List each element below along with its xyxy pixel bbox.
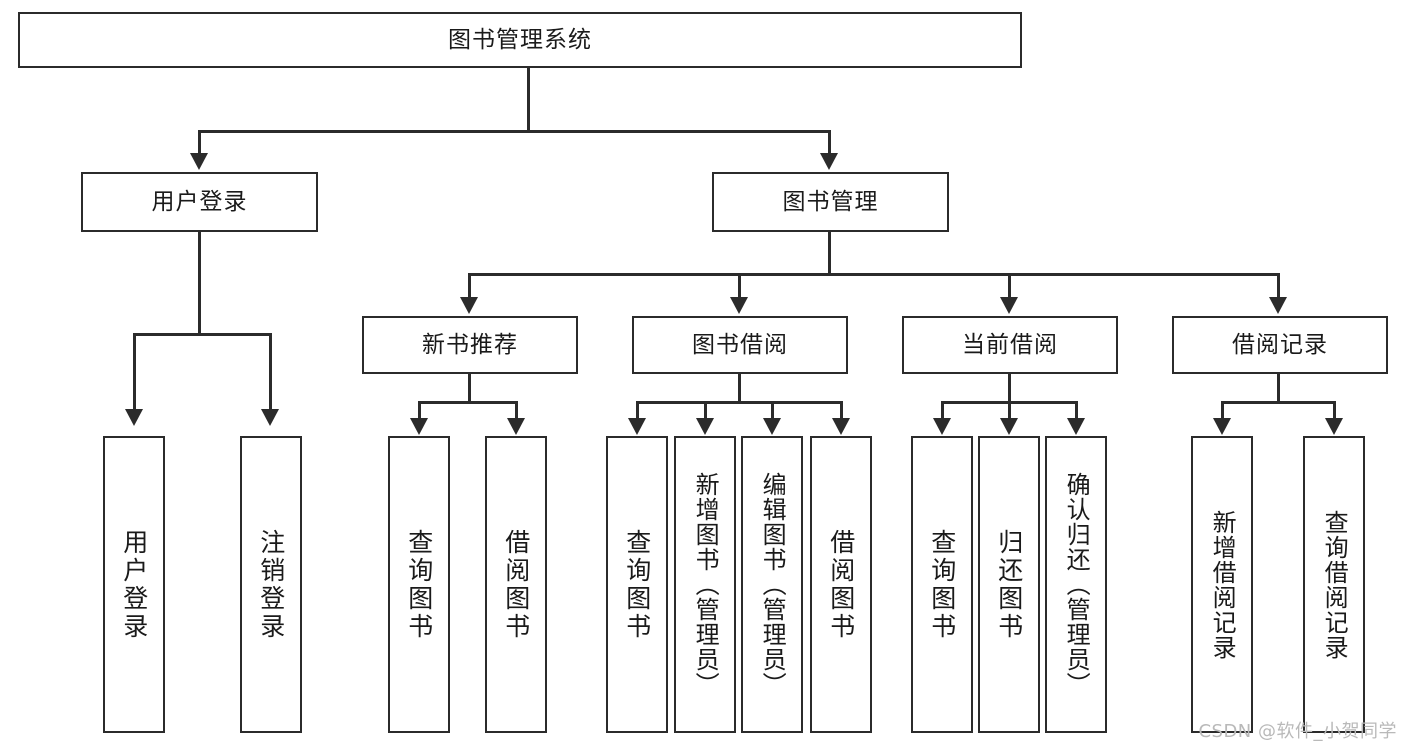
arrow-to-new-book <box>460 297 478 314</box>
arrow-to-leaf-current-return <box>1000 418 1018 435</box>
node-current-borrow[interactable]: 当前借阅 <box>902 316 1118 374</box>
leaf-label: 借阅图书 <box>826 528 856 641</box>
connector-book-borrow-bus <box>636 401 843 404</box>
node-label: 图书借阅 <box>692 331 788 358</box>
arrow-to-borrow-record <box>1269 297 1287 314</box>
connector-book-manage-drop-4 <box>1277 273 1280 301</box>
connector-book-borrow-drop-3 <box>771 401 774 421</box>
leaf-user-login[interactable]: 用户登录 <box>103 436 165 733</box>
connector-new-book-stem <box>468 374 471 404</box>
connector-root-drop-right <box>828 130 831 158</box>
connector-book-manage-drop-1 <box>468 273 471 301</box>
arrow-to-leaf-borrow-edit <box>763 418 781 435</box>
leaf-current-confirm-return-admin[interactable]: 确认归还（管理员） <box>1045 436 1107 733</box>
leaf-borrow-add-book-admin[interactable]: 新增图书（管理员） <box>674 436 736 733</box>
node-label: 当前借阅 <box>962 331 1058 358</box>
arrow-to-leaf-newbook-borrow <box>507 418 525 435</box>
leaf-label: 查询图书 <box>622 528 652 641</box>
connector-borrow-record-drop-2 <box>1333 401 1336 421</box>
leaf-newbook-borrow-book[interactable]: 借阅图书 <box>485 436 547 733</box>
leaf-current-return-book[interactable]: 归还图书 <box>978 436 1040 733</box>
connector-book-borrow-drop-4 <box>840 401 843 421</box>
node-label: 新书推荐 <box>422 331 518 358</box>
node-label: 图书管理 <box>782 188 879 215</box>
arrow-to-leaf-user-login <box>125 409 143 426</box>
connector-borrow-record-bus <box>1221 401 1336 404</box>
leaf-borrow-lend-book[interactable]: 借阅图书 <box>810 436 872 733</box>
leaf-record-query-record[interactable]: 查询借阅记录 <box>1303 436 1365 733</box>
connector-book-manage-stem <box>828 232 831 276</box>
leaf-label: 查询图书 <box>927 528 957 641</box>
connector-book-borrow-stem <box>738 374 741 404</box>
node-new-book-recommend[interactable]: 新书推荐 <box>362 316 578 374</box>
arrow-to-leaf-record-add <box>1213 418 1231 435</box>
connector-book-manage-drop-3 <box>1008 273 1011 301</box>
connector-book-borrow-drop-1 <box>636 401 639 421</box>
connector-new-book-drop-1 <box>418 401 421 421</box>
leaf-logout[interactable]: 注销登录 <box>240 436 302 733</box>
connector-book-borrow-drop-2 <box>704 401 707 421</box>
connector-current-borrow-drop-2 <box>1008 401 1011 421</box>
connector-root-bus <box>198 130 830 133</box>
arrow-to-current-borrow <box>1000 297 1018 314</box>
leaf-record-add-record[interactable]: 新增借阅记录 <box>1191 436 1253 733</box>
arrow-to-user-login <box>190 153 208 170</box>
node-book-manage[interactable]: 图书管理 <box>712 172 949 232</box>
leaf-borrow-query-book[interactable]: 查询图书 <box>606 436 668 733</box>
leaf-label: 确认归还（管理员） <box>1062 472 1091 697</box>
leaf-label: 新增借阅记录 <box>1208 509 1237 660</box>
connector-book-manage-drop-2 <box>738 273 741 301</box>
arrow-to-leaf-logout <box>261 409 279 426</box>
node-user-login[interactable]: 用户登录 <box>81 172 318 232</box>
connector-user-login-drop-2 <box>269 333 272 413</box>
leaf-label: 查询图书 <box>404 528 434 641</box>
leaf-label: 归还图书 <box>994 528 1024 641</box>
arrow-to-leaf-borrow-lend <box>832 418 850 435</box>
connector-borrow-record-drop-1 <box>1221 401 1224 421</box>
leaf-label: 注销登录 <box>256 528 286 641</box>
arrow-to-leaf-record-query <box>1325 418 1343 435</box>
leaf-borrow-edit-book-admin[interactable]: 编辑图书（管理员） <box>741 436 803 733</box>
leaf-current-query-book[interactable]: 查询图书 <box>911 436 973 733</box>
connector-current-borrow-drop-3 <box>1075 401 1078 421</box>
arrow-to-book-manage <box>820 153 838 170</box>
connector-book-manage-bus <box>468 273 1280 276</box>
connector-current-borrow-drop-1 <box>941 401 944 421</box>
connector-borrow-record-stem <box>1277 374 1280 404</box>
leaf-label: 查询借阅记录 <box>1320 509 1349 660</box>
node-borrow-record[interactable]: 借阅记录 <box>1172 316 1388 374</box>
arrow-to-leaf-borrow-query <box>628 418 646 435</box>
leaf-label: 新增图书（管理员） <box>691 472 720 697</box>
connector-root-stem <box>527 68 530 132</box>
connector-new-book-bus <box>418 401 518 404</box>
leaf-label: 借阅图书 <box>501 528 531 641</box>
arrow-to-book-borrow <box>730 297 748 314</box>
leaf-newbook-query-book[interactable]: 查询图书 <box>388 436 450 733</box>
connector-user-login-stem <box>198 232 201 336</box>
arrow-to-leaf-newbook-query <box>410 418 428 435</box>
node-root-system[interactable]: 图书管理系统 <box>18 12 1022 68</box>
node-book-borrow[interactable]: 图书借阅 <box>632 316 848 374</box>
leaf-label: 用户登录 <box>119 528 149 641</box>
connector-new-book-drop-2 <box>515 401 518 421</box>
node-label: 借阅记录 <box>1232 331 1328 358</box>
connector-current-borrow-stem <box>1008 374 1011 404</box>
node-label: 用户登录 <box>151 188 248 215</box>
connector-user-login-bus <box>133 333 272 336</box>
connector-root-drop-left <box>198 130 201 158</box>
node-label: 图书管理系统 <box>448 26 592 53</box>
arrow-to-leaf-borrow-add <box>696 418 714 435</box>
arrow-to-leaf-current-confirm <box>1067 418 1085 435</box>
arrow-to-leaf-current-query <box>933 418 951 435</box>
connector-user-login-drop-1 <box>133 333 136 413</box>
leaf-label: 编辑图书（管理员） <box>758 472 787 697</box>
